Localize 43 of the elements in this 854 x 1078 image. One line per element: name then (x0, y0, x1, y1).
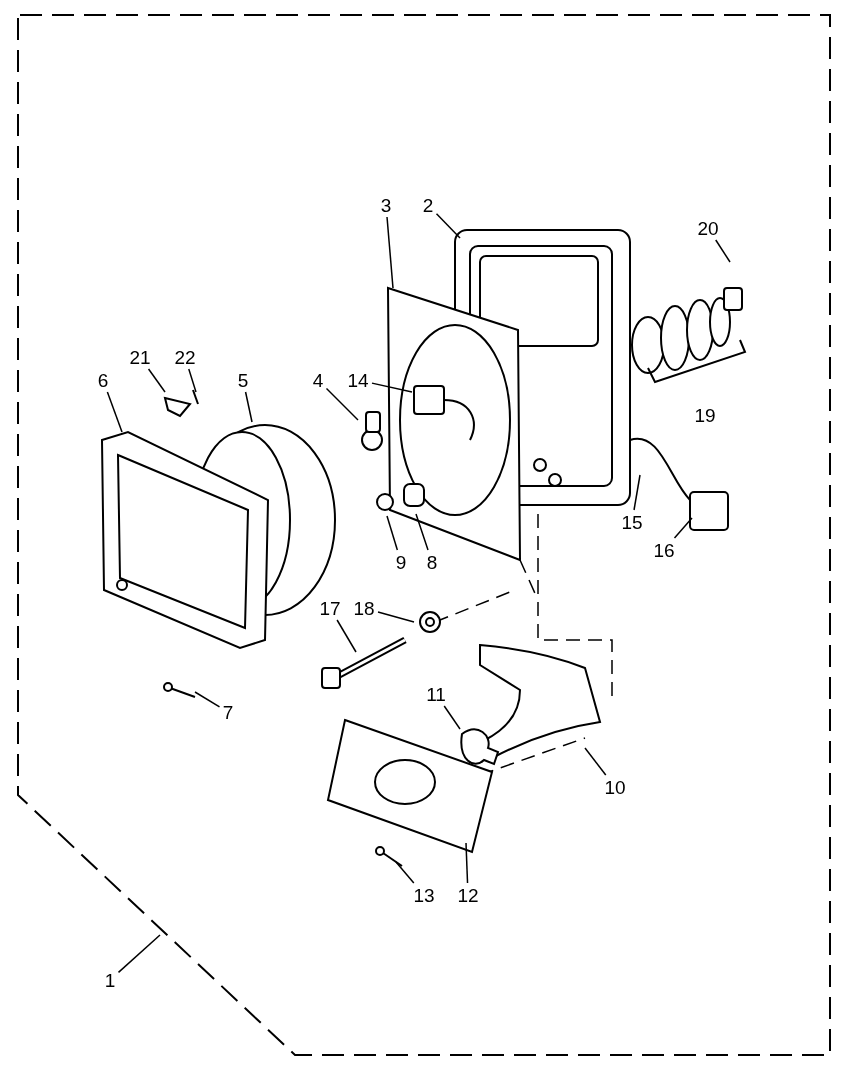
callout-number: 10 (604, 777, 626, 797)
callout-number: 18 (353, 598, 375, 618)
leader-line (244, 391, 253, 423)
leader-line (633, 474, 641, 511)
leader-line (465, 842, 469, 884)
callout-number: 3 (380, 195, 392, 215)
callout-number: 5 (237, 370, 249, 390)
leader-line (194, 691, 221, 708)
leader-line (336, 619, 357, 653)
callout-number: 11 (426, 684, 446, 704)
leader-line (106, 391, 123, 433)
callout-number: 14 (347, 370, 369, 390)
leader-line (435, 213, 461, 239)
leader-line (715, 239, 731, 263)
callout-number: 2 (422, 195, 434, 215)
leader-line (443, 705, 461, 730)
callout-number: 15 (621, 512, 643, 532)
callout-number: 21 (129, 347, 151, 367)
callout-number: 20 (697, 218, 719, 238)
leader-line (377, 611, 415, 623)
callout-number: 6 (97, 370, 109, 390)
callout-number: 1 (104, 970, 116, 990)
callout-number: 7 (222, 702, 234, 722)
leader-line (117, 934, 161, 974)
callout-number: 8 (426, 552, 438, 572)
callout-number: 9 (395, 552, 407, 572)
leader-line (584, 747, 607, 776)
leader-line (188, 368, 197, 393)
leader-line (395, 861, 415, 884)
callout-number: 13 (413, 885, 435, 905)
leader-line (673, 517, 693, 539)
callout-number: 12 (457, 885, 479, 905)
callout-number: 19 (694, 405, 716, 425)
callout-number: 17 (319, 598, 341, 618)
leader-line (415, 513, 429, 551)
callout-number: 16 (653, 540, 675, 560)
callout-number: 22 (174, 347, 196, 367)
leader-line (386, 515, 399, 551)
leader-line (386, 216, 394, 289)
leader-line (371, 382, 413, 393)
leader-line (147, 368, 166, 393)
callout-number: 4 (312, 370, 324, 390)
leader-line (325, 387, 359, 421)
